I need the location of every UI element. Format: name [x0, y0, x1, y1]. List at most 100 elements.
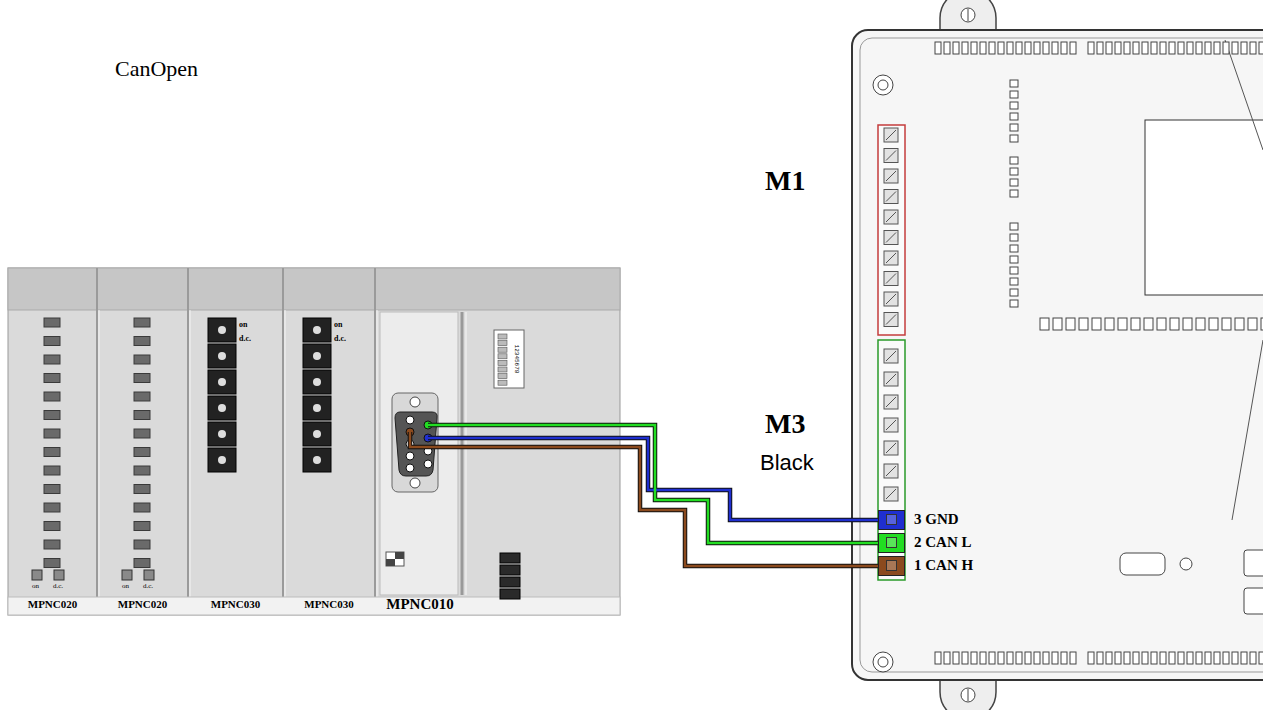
- device-detail: [1052, 42, 1058, 54]
- status-icon: [386, 552, 404, 566]
- device-housing: [852, 0, 1263, 710]
- device-detail: [1070, 652, 1076, 664]
- wire-stub: [428, 436, 620, 441]
- module-detail: [134, 429, 150, 438]
- node-label: MPNC030: [211, 598, 261, 610]
- module-detail: [44, 429, 60, 438]
- node-label: M1: [765, 165, 805, 197]
- terminal-screw: [886, 514, 897, 525]
- device-detail: [884, 231, 898, 245]
- module-detail: [44, 485, 60, 494]
- rack: [282, 268, 284, 615]
- module-detail: [303, 448, 331, 472]
- device-housing: [961, 688, 975, 702]
- device-detail: [1214, 652, 1220, 664]
- device-detail: [1016, 652, 1022, 664]
- device-detail: [1133, 652, 1139, 664]
- node-label: MPNC010: [386, 596, 454, 613]
- device-detail: [884, 42, 1263, 664]
- module-detail: [218, 430, 226, 438]
- module-detail: [208, 344, 236, 368]
- device-detail: [1061, 652, 1067, 664]
- module-detail: [44, 559, 60, 568]
- db9-connector: [392, 393, 438, 492]
- device-housing: [940, 678, 996, 710]
- module-detail: [303, 318, 331, 342]
- device-detail: [1010, 289, 1018, 296]
- module-detail: [303, 396, 331, 420]
- status-icon: [386, 559, 395, 566]
- node-sublabel: Black: [760, 450, 814, 476]
- device-detail: [1223, 652, 1229, 664]
- device-detail: [1010, 91, 1018, 98]
- device-detail: [1232, 652, 1238, 664]
- device-detail: [1124, 652, 1130, 664]
- device-detail: [886, 130, 896, 140]
- module-detail: [134, 355, 150, 364]
- module-detail: [313, 404, 321, 412]
- device-detail: [886, 294, 896, 304]
- terminal-screw: [886, 537, 897, 548]
- device-detail: [886, 374, 896, 384]
- terminal: 3 GND: [878, 510, 963, 530]
- node-sublabel: on: [239, 320, 247, 329]
- device-detail: [886, 466, 896, 476]
- node-label: 1 CAN H: [914, 557, 973, 574]
- db9-pin: [406, 416, 414, 424]
- device-detail: [1007, 652, 1013, 664]
- device-detail: [1079, 318, 1088, 330]
- module-detail: [134, 503, 150, 512]
- module-detail: [313, 326, 321, 334]
- device-housing: [878, 125, 905, 335]
- device-detail: [884, 251, 898, 265]
- io-module: MPNC020ond.c.: [97, 268, 188, 615]
- module-detail: [313, 430, 321, 438]
- terminal-color: [878, 556, 905, 576]
- terminal: 2 CAN L: [878, 533, 976, 553]
- device-detail: [953, 652, 959, 664]
- module-detail: [303, 422, 331, 446]
- dip-switch-lever: [498, 380, 507, 385]
- device-detail: [1133, 42, 1139, 54]
- device-detail: [1160, 42, 1166, 54]
- dip-switch: [494, 330, 524, 388]
- device-detail: [884, 149, 898, 163]
- device-detail: [886, 315, 896, 325]
- device-detail: [1232, 42, 1238, 54]
- node-sublabel: d.c.: [53, 582, 63, 590]
- module-detail: [500, 553, 520, 563]
- device-detail: [1010, 278, 1018, 285]
- device-detail: [1053, 318, 1062, 330]
- device-detail: [1010, 157, 1018, 164]
- can-wire: [620, 447, 878, 566]
- db9-pin: [406, 452, 414, 460]
- device-detail: [1034, 652, 1040, 664]
- device-detail: [1061, 42, 1067, 54]
- device-housing: [873, 652, 893, 672]
- rack: [380, 312, 458, 595]
- device-detail: [980, 42, 986, 54]
- device-detail: [1250, 42, 1256, 54]
- node-sublabel: on: [32, 582, 39, 590]
- device-detail: [886, 443, 896, 453]
- device-detail: [1097, 42, 1103, 54]
- db9-pin: [406, 464, 414, 472]
- device-detail: [1259, 652, 1263, 664]
- device-detail: [886, 351, 896, 361]
- device-detail: [1160, 652, 1166, 664]
- device-detail: [886, 171, 896, 181]
- wire-outline: [620, 438, 878, 520]
- device-detail: [1124, 42, 1130, 54]
- device-housing: [1244, 550, 1263, 576]
- device-detail: [1106, 42, 1112, 54]
- module-detail: [134, 522, 150, 531]
- node-label: MPNC020: [28, 598, 78, 610]
- rack: [8, 268, 620, 615]
- module-detail: [44, 503, 60, 512]
- device-detail: [1178, 42, 1184, 54]
- module-detail: [44, 522, 60, 531]
- device-detail: [884, 418, 898, 432]
- device-detail: [884, 128, 898, 142]
- module-detail: [134, 392, 150, 401]
- device-detail: [998, 42, 1004, 54]
